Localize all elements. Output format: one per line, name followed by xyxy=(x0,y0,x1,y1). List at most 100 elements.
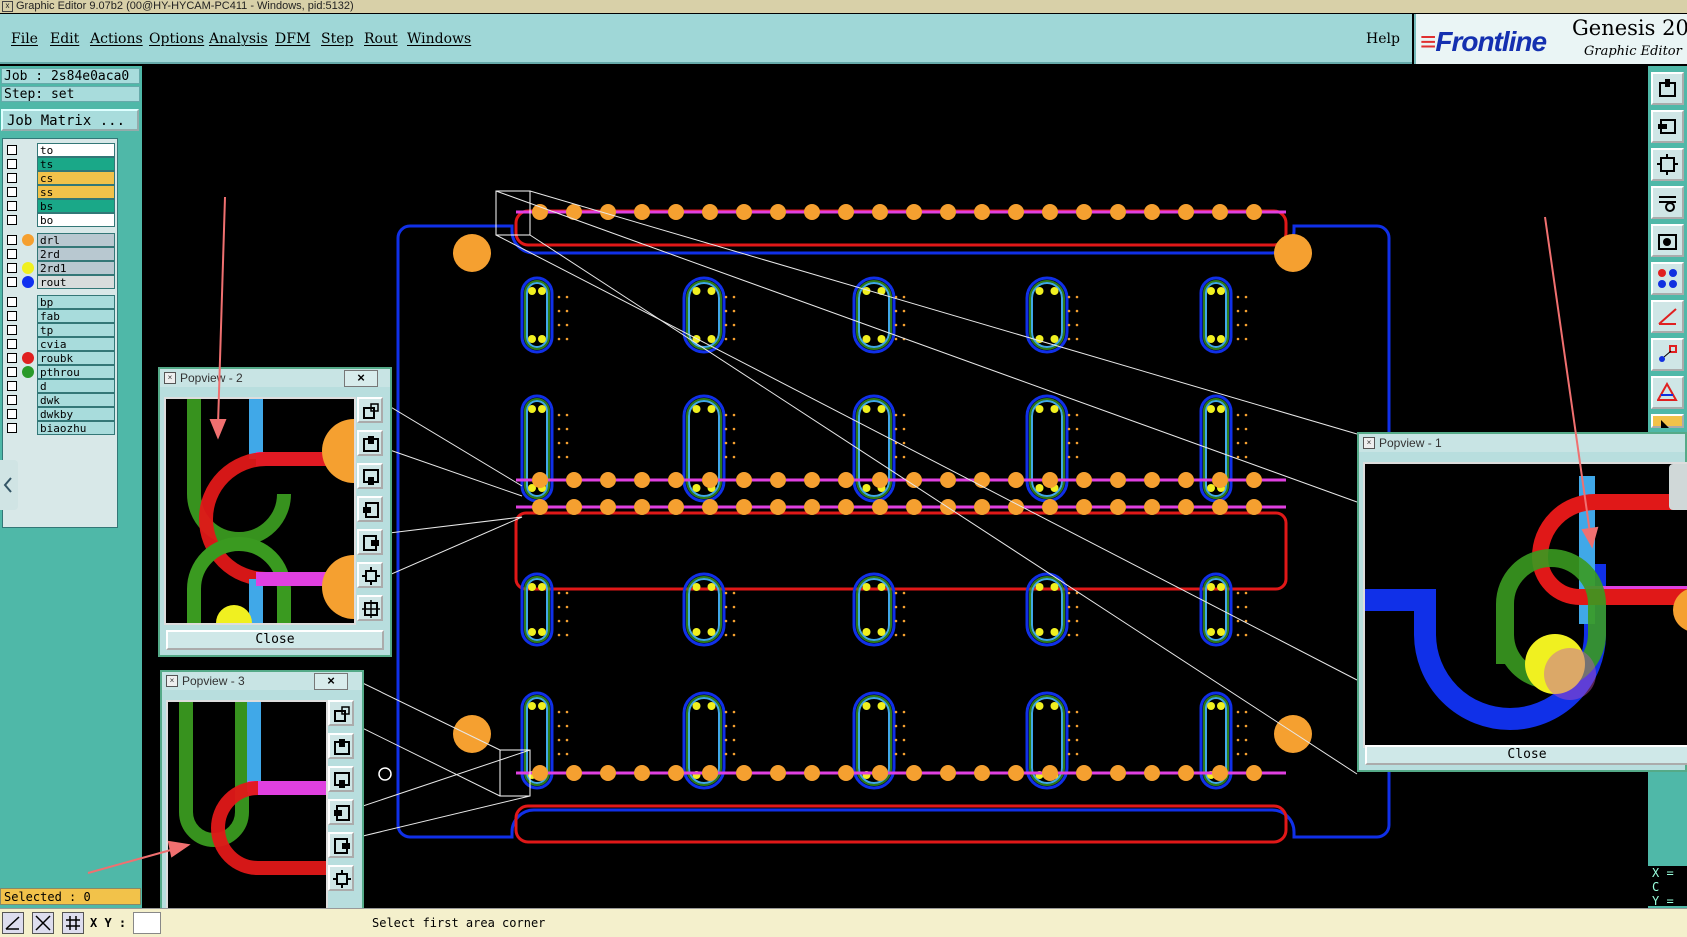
layer-checkbox[interactable] xyxy=(7,367,17,377)
graphic-canvas[interactable] xyxy=(142,66,1648,908)
layer-row-pthrou[interactable]: pthrou xyxy=(5,365,115,379)
popview-2-zoom-in-button[interactable] xyxy=(357,430,383,456)
popview-3-pan-left-button[interactable] xyxy=(328,799,354,825)
layer-checkbox[interactable] xyxy=(7,423,17,433)
settings-button[interactable] xyxy=(1651,186,1684,219)
layer-checkbox[interactable] xyxy=(7,187,17,197)
status-snap-button[interactable] xyxy=(32,912,54,934)
layer-checkbox[interactable] xyxy=(7,353,17,363)
popview-1-view[interactable] xyxy=(1363,462,1687,748)
layer-row-roubk[interactable]: roubk xyxy=(5,351,115,365)
menu-analysis[interactable]: Analysis xyxy=(209,31,268,47)
menu-options[interactable]: Options xyxy=(149,31,205,47)
layer-name[interactable]: d xyxy=(37,379,115,393)
popview-2-pan-left-button[interactable] xyxy=(357,496,383,522)
popview-2-pan-right-button[interactable] xyxy=(357,529,383,555)
popview-3-view[interactable] xyxy=(166,700,328,914)
layer-row-2rd1[interactable]: 2rd1 xyxy=(5,261,115,275)
layer-name[interactable]: to xyxy=(37,143,115,157)
pointer-button[interactable] xyxy=(1651,414,1684,428)
layer-name[interactable]: pthrou xyxy=(37,365,115,379)
layer-row-bs[interactable]: bs xyxy=(5,199,115,213)
menu-rout[interactable]: Rout xyxy=(364,31,398,47)
popview-1-titlebar[interactable]: ×Popview - 1 xyxy=(1359,434,1685,452)
layer-row-bo[interactable]: bo xyxy=(5,213,115,227)
export-button[interactable] xyxy=(1651,72,1684,105)
layer-checkbox[interactable] xyxy=(7,395,17,405)
popview-2-zoom-button[interactable] xyxy=(357,397,383,423)
menu-edit[interactable]: Edit xyxy=(50,31,80,47)
popview-2-expand-button[interactable] xyxy=(357,595,383,621)
layer-checkbox[interactable] xyxy=(7,325,17,335)
layer-row-dwk[interactable]: dwk xyxy=(5,393,115,407)
layer-row-2rd[interactable]: 2rd xyxy=(5,247,115,261)
layer-row-drl[interactable]: drl xyxy=(5,233,115,247)
popview-3-zoom-in-button[interactable] xyxy=(328,733,354,759)
popview-3-zoom-out-button[interactable] xyxy=(328,766,354,792)
status-measure-button[interactable] xyxy=(2,912,24,934)
menu-file[interactable]: File xyxy=(11,31,38,47)
layer-checkbox[interactable] xyxy=(7,145,17,155)
popview-1-window[interactable]: ×Popview - 1 Close xyxy=(1357,432,1687,772)
layer-name[interactable]: cvia xyxy=(37,337,115,351)
layer-checkbox[interactable] xyxy=(7,249,17,259)
layer-row-biaozhu[interactable]: biaozhu xyxy=(5,421,115,435)
popview-2-fit-button[interactable] xyxy=(357,562,383,588)
layer-row-d[interactable]: d xyxy=(5,379,115,393)
layer-row-cvia[interactable]: cvia xyxy=(5,337,115,351)
menu-windows[interactable]: Windows xyxy=(407,31,472,47)
fit-view-button[interactable] xyxy=(1651,148,1684,181)
layer-row-rout[interactable]: rout xyxy=(5,275,115,289)
layer-name[interactable]: bs xyxy=(37,199,115,213)
layer-name[interactable]: bo xyxy=(37,213,115,227)
layer-name[interactable]: drl xyxy=(37,233,115,247)
popview-2-close-button[interactable]: Close xyxy=(166,630,384,650)
layer-checkbox[interactable] xyxy=(7,311,17,321)
popview-3-zoom-button[interactable] xyxy=(328,700,354,726)
layer-name[interactable]: ss xyxy=(37,185,115,199)
net-button[interactable] xyxy=(1651,262,1684,295)
layer-name[interactable]: dwkby xyxy=(37,407,115,421)
panel-collapse-handle[interactable] xyxy=(0,460,18,510)
layer-checkbox[interactable] xyxy=(7,173,17,183)
menu-step[interactable]: Step xyxy=(321,31,354,47)
layer-checkbox[interactable] xyxy=(7,235,17,245)
layer-row-fab[interactable]: fab xyxy=(5,309,115,323)
layer-checkbox[interactable] xyxy=(7,215,17,225)
layer-name[interactable]: rout xyxy=(37,275,115,289)
layer-row-ss[interactable]: ss xyxy=(5,185,115,199)
popview-3-titlebar[interactable]: ×Popview - 3 xyxy=(162,672,362,690)
camera-button[interactable] xyxy=(1651,224,1684,257)
status-grid-button[interactable] xyxy=(62,912,84,934)
draw-line-button[interactable] xyxy=(1651,300,1684,333)
measure-button[interactable] xyxy=(1651,376,1684,409)
layer-row-cs[interactable]: cs xyxy=(5,171,115,185)
popview-2-window[interactable]: ×Popview - 2 × Close xyxy=(158,367,392,657)
popview-2-close-icon[interactable]: × xyxy=(344,370,378,387)
layer-checkbox[interactable] xyxy=(7,381,17,391)
menu-help[interactable]: Help xyxy=(1366,31,1400,47)
import-button[interactable] xyxy=(1651,110,1684,143)
popview-3-close-icon[interactable]: × xyxy=(314,673,348,690)
popview-3-pan-right-button[interactable] xyxy=(328,832,354,858)
layer-checkbox[interactable] xyxy=(7,409,17,419)
layer-name[interactable]: biaozhu xyxy=(37,421,115,435)
snap-button[interactable] xyxy=(1651,338,1684,371)
job-matrix-button[interactable]: Job Matrix ... xyxy=(1,109,139,131)
layer-name[interactable]: dwk xyxy=(37,393,115,407)
layer-checkbox[interactable] xyxy=(7,159,17,169)
layer-name[interactable]: bp xyxy=(37,295,115,309)
layer-checkbox[interactable] xyxy=(7,201,17,211)
menu-dfm[interactable]: DFM xyxy=(275,31,311,47)
popview-3-window[interactable]: ×Popview - 3 × xyxy=(160,670,364,914)
layer-name[interactable]: cs xyxy=(37,171,115,185)
xy-input[interactable] xyxy=(133,912,161,934)
layer-row-bp[interactable]: bp xyxy=(5,295,115,309)
layer-row-dwkby[interactable]: dwkby xyxy=(5,407,115,421)
layer-name[interactable]: 2rd1 xyxy=(37,261,115,275)
layer-checkbox[interactable] xyxy=(7,339,17,349)
layer-checkbox[interactable] xyxy=(7,263,17,273)
layer-name[interactable]: ts xyxy=(37,157,115,171)
layer-checkbox[interactable] xyxy=(7,277,17,287)
menu-actions[interactable]: Actions xyxy=(90,31,143,47)
